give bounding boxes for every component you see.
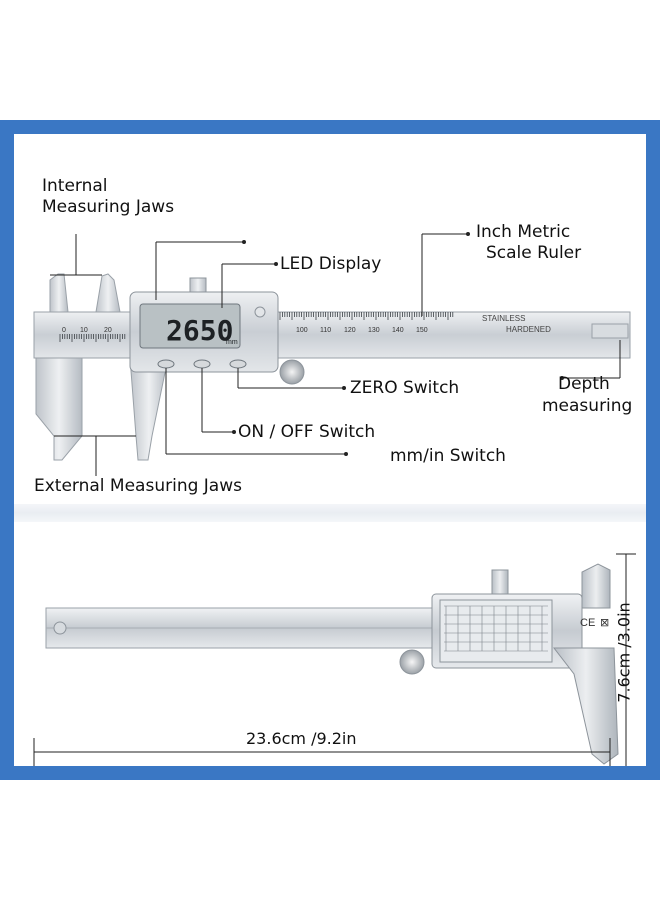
recycle-bin-icon: ⊠ — [600, 616, 609, 629]
external-jaws-label: External Measuring Jaws — [34, 476, 242, 496]
length-dimension-label: 23.6cm /9.2in — [246, 729, 357, 748]
scale-number: 130 — [368, 327, 380, 334]
depth-label-2: measuring — [542, 396, 633, 416]
inch-metric-label-1: Inch Metric — [476, 222, 571, 242]
lcd-screen — [139, 303, 241, 349]
led-display-label: LED Display — [280, 254, 382, 274]
thumb-wheel — [279, 359, 305, 385]
image-panel: 0 10 20 100 110 120 130 140 150 STAINLES… — [14, 134, 646, 766]
caliper-back-view: CE ⊠ — [33, 553, 636, 766]
info-plate — [439, 599, 553, 663]
scale-number: 10 — [80, 327, 88, 334]
sliding-internal-jaw — [95, 273, 121, 313]
back-thumb-wheel — [399, 649, 425, 675]
fixed-jaw — [35, 357, 83, 461]
lock-screw-icon — [254, 306, 266, 318]
blue-frame: 0 10 20 100 110 120 130 140 150 STAINLES… — [0, 120, 660, 780]
rivet-icon — [53, 621, 67, 635]
info-plate-grid — [444, 605, 548, 652]
scale-number: 140 — [392, 327, 404, 334]
stamp-line-2: HARDENED — [506, 325, 551, 334]
scale-number: 110 — [320, 327, 331, 334]
scale-number: 0 — [62, 327, 66, 334]
depth-label-1: Depth — [558, 374, 610, 394]
back-lock-knob — [491, 569, 509, 595]
scale-number: 20 — [104, 327, 112, 334]
stamp-line-1: STAINLESS — [482, 314, 525, 323]
internal-jaws-label-1: Internal — [42, 176, 108, 196]
lcd-unit: mm — [226, 339, 238, 346]
lock-knob — [189, 277, 207, 293]
back-lower-jaw — [552, 647, 619, 765]
zero-switch-label: ZERO Switch — [350, 378, 460, 398]
on-off-switch-label: ON / OFF Switch — [238, 422, 376, 442]
depth-rod — [591, 323, 629, 339]
caliper-front-view: 0 10 20 100 110 120 130 140 150 STAINLES… — [33, 232, 631, 476]
fixed-internal-jaw — [49, 273, 69, 313]
scale-number: 100 — [296, 327, 308, 334]
lcd-reading: 2650 — [166, 314, 233, 347]
scale-ticks — [59, 312, 454, 342]
height-dimension-label: 7.6cm /3.0in — [614, 602, 634, 703]
back-upper-jaw — [581, 563, 611, 609]
mm-in-switch-label: mm/in Switch — [390, 446, 506, 466]
inch-metric-label-2: Scale Ruler — [486, 243, 582, 263]
ce-mark-icon: CE — [580, 617, 595, 629]
scale-number: 120 — [344, 327, 356, 334]
internal-jaws-label-2: Measuring Jaws — [42, 197, 175, 217]
section-divider — [14, 504, 646, 522]
scale-number: 150 — [416, 327, 428, 334]
